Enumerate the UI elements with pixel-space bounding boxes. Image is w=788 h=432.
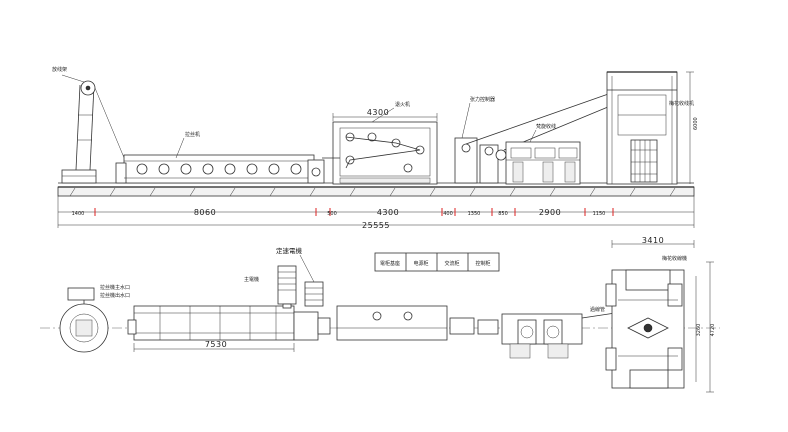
dim-seg-9: 1150 [593, 211, 606, 217]
takeup-inner-value: 3260 [696, 324, 702, 337]
legend-item-3: 交流柜 [444, 260, 459, 267]
plum-takeup-label: 梅花收线机 [669, 100, 694, 107]
takeup-depth-value: 4720 [710, 324, 716, 337]
takeup-height-value: 6000 [693, 117, 699, 130]
legend-item-1: 電柜基座 [380, 260, 400, 267]
annealer-label: 退火机 [395, 101, 410, 108]
drawing-machine-plan [127, 305, 331, 341]
main-motor [277, 265, 297, 309]
takeup-width-value: 3410 [642, 236, 664, 245]
cooling-out-label: 拉丝機主水口 [100, 284, 130, 291]
annealer [322, 121, 438, 185]
tension-controller [454, 137, 507, 184]
cabinet-legend [374, 252, 500, 272]
tension-controller-label: 张力控制器 [470, 96, 495, 103]
dim-seg-4: 4300 [377, 208, 399, 217]
drawing-machine-label: 拉丝机 [185, 131, 200, 138]
dim-seg-1: 1400 [72, 211, 85, 217]
payoff-stand [61, 74, 126, 184]
drawing-machine [115, 154, 325, 184]
tension-controller-plan [449, 317, 499, 335]
annealer-width-value: 4300 [367, 108, 389, 117]
cooling-in-label: 拉丝機出水口 [100, 292, 130, 299]
annealer-width-dimension [332, 113, 438, 121]
dim-seg-3: 500 [327, 211, 337, 217]
annealer-plan [336, 305, 448, 341]
dim-seg-7: 850 [498, 211, 508, 217]
takeup-basket [630, 139, 658, 183]
legend-item-2: 电源柜 [413, 260, 428, 267]
speed-motor-label: 定速電機 [276, 246, 303, 255]
dim-seg-8: 2900 [539, 208, 561, 217]
spiral-takeup [505, 141, 581, 185]
dim-seg-5: 400 [443, 211, 453, 217]
plum-takeup-plan [605, 269, 685, 389]
drawing-length-value: 7530 [205, 340, 227, 349]
legend-item-4: 控制柜 [475, 260, 490, 267]
spiral-takeup-plan [501, 313, 583, 359]
dim-seg-6: 1350 [468, 211, 481, 217]
spiral-takeup-label: 梵旋收线 [536, 123, 556, 130]
payoff-spool-plan [59, 287, 109, 353]
floor-slab [57, 182, 695, 197]
plan-view: 拉丝機主水口 拉丝機出水口 主電機 [40, 236, 720, 393]
payoff-stand-label: 放线架 [52, 66, 67, 73]
elevation-dimension-chain [57, 196, 695, 228]
plum-takeup [606, 71, 678, 185]
side-elevation: 放线架 拉丝机 [52, 66, 699, 230]
speed-motor [304, 281, 324, 307]
main-motor-label: 主電機 [244, 276, 259, 283]
dim-seg-2: 8060 [194, 208, 216, 217]
dim-total: 25555 [362, 221, 390, 230]
takeup-frame-label: 梅花收線機 [662, 255, 687, 262]
transition-tube-label: 過線管 [590, 306, 605, 313]
